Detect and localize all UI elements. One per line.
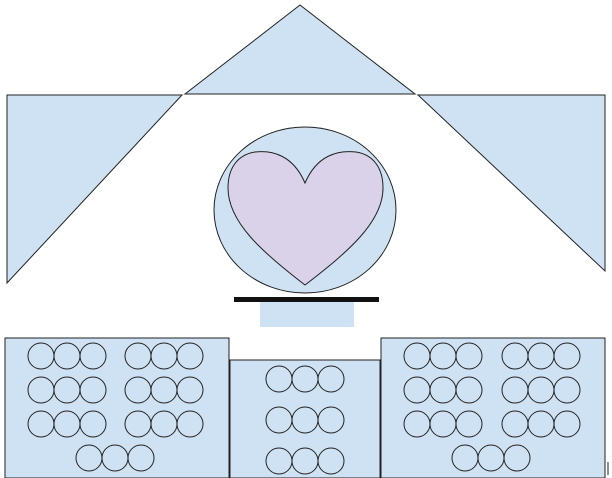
seat-circle-38 (455, 376, 483, 404)
seat-circle-48 (451, 444, 479, 472)
seat-circle-10 (150, 376, 178, 404)
seat-circle-44 (455, 410, 483, 438)
seat-circle-9 (124, 376, 152, 404)
seat-circle-21 (265, 365, 293, 393)
seat-circle-11 (176, 376, 204, 404)
right-triangle (416, 94, 606, 273)
seat-circle-8 (79, 376, 107, 404)
seat-circle-0 (27, 342, 55, 370)
seat-circle-29 (317, 447, 345, 475)
seat-circle-39 (501, 376, 529, 404)
seat-circle-4 (150, 342, 178, 370)
seat-circle-36 (403, 376, 431, 404)
seat-circle-28 (291, 447, 319, 475)
seat-circles (27, 342, 581, 475)
seat-circle-26 (317, 406, 345, 434)
seat-circle-25 (291, 406, 319, 434)
black-bar (234, 297, 379, 302)
seat-circle-20 (127, 444, 155, 472)
seat-circle-7 (53, 376, 81, 404)
seat-circle-46 (527, 410, 555, 438)
seat-circle-3 (124, 342, 152, 370)
seat-circle-14 (79, 410, 107, 438)
seat-circle-2 (79, 342, 107, 370)
seat-circle-1 (53, 342, 81, 370)
small-rectangle (260, 302, 354, 327)
seat-circle-49 (477, 444, 505, 472)
seat-circle-19 (101, 444, 129, 472)
seat-circle-18 (75, 444, 103, 472)
seat-circle-33 (501, 342, 529, 370)
seat-circle-31 (429, 342, 457, 370)
seat-circle-13 (53, 410, 81, 438)
left-triangle (6, 94, 184, 285)
seat-circle-35 (553, 342, 581, 370)
seat-circle-16 (150, 410, 178, 438)
seat-circle-34 (527, 342, 555, 370)
seat-circle-27 (265, 447, 293, 475)
seat-circle-30 (403, 342, 431, 370)
seat-circle-37 (429, 376, 457, 404)
seat-circle-24 (265, 406, 293, 434)
seat-circle-5 (176, 342, 204, 370)
seat-circle-23 (317, 365, 345, 393)
seat-circle-42 (403, 410, 431, 438)
seat-circle-22 (291, 365, 319, 393)
seat-circle-40 (527, 376, 555, 404)
seat-circle-43 (429, 410, 457, 438)
seat-circle-45 (501, 410, 529, 438)
seat-circle-6 (27, 376, 55, 404)
seat-circle-15 (124, 410, 152, 438)
top-triangle (183, 4, 417, 95)
heart-shape (227, 151, 384, 286)
seat-circle-12 (27, 410, 55, 438)
seat-circle-47 (553, 410, 581, 438)
seat-circle-17 (176, 410, 204, 438)
seat-circle-50 (503, 444, 531, 472)
seat-circle-41 (553, 376, 581, 404)
seat-circle-32 (455, 342, 483, 370)
